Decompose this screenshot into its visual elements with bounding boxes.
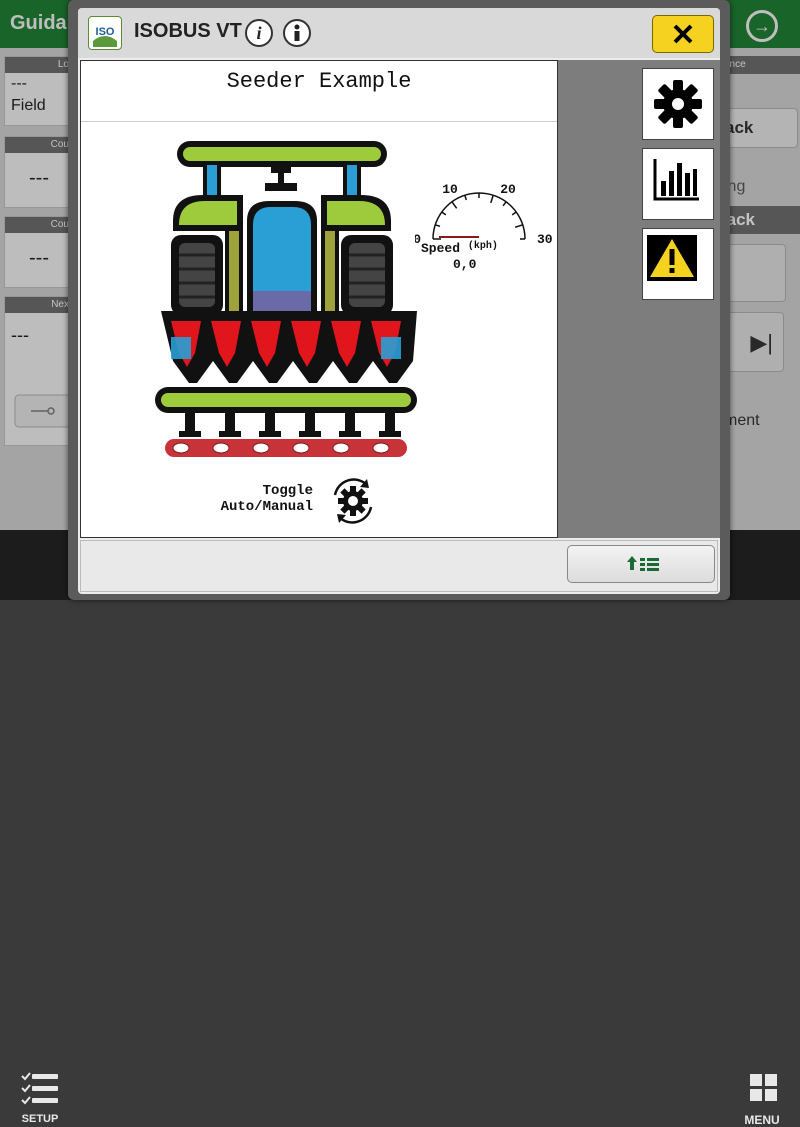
vt-bottom-bar [80, 540, 718, 592]
skip-end-icon: ▶| [724, 312, 784, 372]
gauge-tick [490, 195, 494, 204]
gauge-tick [464, 195, 468, 201]
speed-label: Speed (kph) [421, 241, 498, 256]
toggle-label-line1: Toggle [262, 483, 313, 499]
speed-value: 0,0 [453, 257, 477, 272]
iso-logo: ISO [88, 16, 122, 50]
gear-cycle-icon [333, 478, 373, 524]
menu-button: MENU [734, 1070, 790, 1127]
next-arrow-icon: → [746, 10, 778, 42]
mask-title: Seeder Example [81, 61, 557, 122]
gauge-tick-label: 0 [415, 232, 421, 247]
vt-title: ISOBUS VT [134, 20, 242, 42]
gauge-tick-label: 30 [537, 232, 553, 247]
device-info-icon[interactable] [282, 18, 312, 48]
svg-text:i: i [256, 23, 261, 43]
press-wheels [165, 439, 407, 457]
background-panel-next: Nex --- [4, 296, 74, 446]
seeder-hoppers [161, 311, 417, 383]
iso-logo-graphic: ISO [91, 19, 119, 47]
softkey-statistics[interactable] [642, 148, 714, 220]
gauge-tick-label: 20 [500, 182, 516, 197]
gauge-tick [451, 201, 458, 209]
seeder-illustration [155, 141, 417, 457]
toggle-label-line2: Auto/Manual [220, 499, 313, 515]
vt-dialog-body: ISO ISOBUS VT i Seeder Examp [78, 8, 720, 594]
gear-icon [654, 80, 702, 128]
speed-label-text: Speed [421, 241, 461, 256]
background-panel-count-2: Cou --- [4, 216, 74, 288]
menu-label: MENU [744, 1113, 780, 1127]
close-button[interactable] [652, 15, 714, 53]
toggle-label: Toggle Auto/Manual [177, 483, 313, 515]
info-icon[interactable]: i [244, 18, 274, 48]
svg-text:ISO: ISO [96, 26, 115, 38]
background-track-button: ack [724, 108, 798, 148]
gauge-tick [502, 201, 507, 207]
setup-label: SETUP [21, 1113, 59, 1125]
bar-chart-icon [653, 159, 699, 201]
page-nav-icon [627, 556, 659, 571]
gauge-tick-label: 10 [442, 182, 458, 197]
gauge-tick [514, 224, 523, 228]
warning-icon [647, 235, 697, 281]
setup-button: SETUP [12, 1070, 68, 1125]
speed-gauge: 0 10 20 30 [415, 182, 553, 247]
softkey-alarm[interactable] [642, 228, 714, 300]
background-panel-location: Lo --- Field [4, 56, 74, 126]
speed-unit: (kph) [467, 241, 498, 252]
softkey-page-button[interactable] [567, 545, 715, 583]
vt-titlebar: ISO ISOBUS VT i [78, 8, 720, 58]
menu-grid-icon [750, 1074, 777, 1101]
setup-list-icon [21, 1072, 58, 1105]
implement-hitch-icon [14, 394, 71, 428]
background-app-title: Guida [10, 12, 67, 34]
softkey-settings[interactable] [642, 68, 714, 140]
background-ment-text: ment [724, 412, 760, 429]
close-x-icon [673, 24, 693, 44]
toggle-auto-manual-button[interactable] [327, 475, 379, 527]
isobus-vt-dialog: ISO ISOBUS VT i Seeder Examp [68, 0, 730, 600]
background-right-header: ance [720, 56, 800, 74]
background-panel-count-1: Cou --- [4, 136, 74, 208]
gauge-tick [441, 211, 447, 216]
gauge-tick [511, 211, 517, 216]
data-mask: Seeder Example [80, 60, 558, 538]
background-box [724, 244, 786, 302]
softkey-area [558, 60, 720, 538]
gauge-tick [435, 224, 441, 228]
